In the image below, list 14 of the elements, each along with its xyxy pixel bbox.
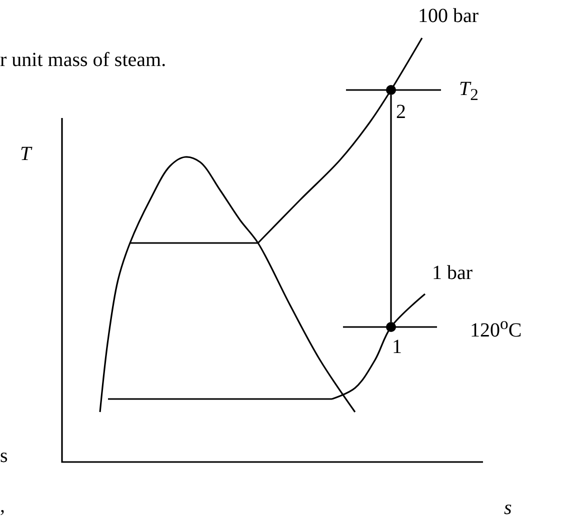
text-fragment: , [0, 496, 5, 516]
point-label: 1 [392, 337, 402, 357]
state-point [386, 85, 396, 95]
pressure-label: 1 bar [432, 263, 473, 283]
temperature-label: 120$^{o}$C [470, 316, 522, 341]
process-line [390, 95, 392, 322]
text-fragment: s [0, 446, 8, 466]
temperature-label: T$_{2}$ [459, 79, 478, 104]
text-fragment: r unit mass of steam. [0, 50, 166, 70]
point-label: 2 [396, 102, 406, 122]
axis-label: s [504, 498, 512, 518]
state-point [386, 322, 396, 332]
axis-label: T [20, 144, 32, 164]
pressure-label: 100 bar [418, 6, 479, 26]
